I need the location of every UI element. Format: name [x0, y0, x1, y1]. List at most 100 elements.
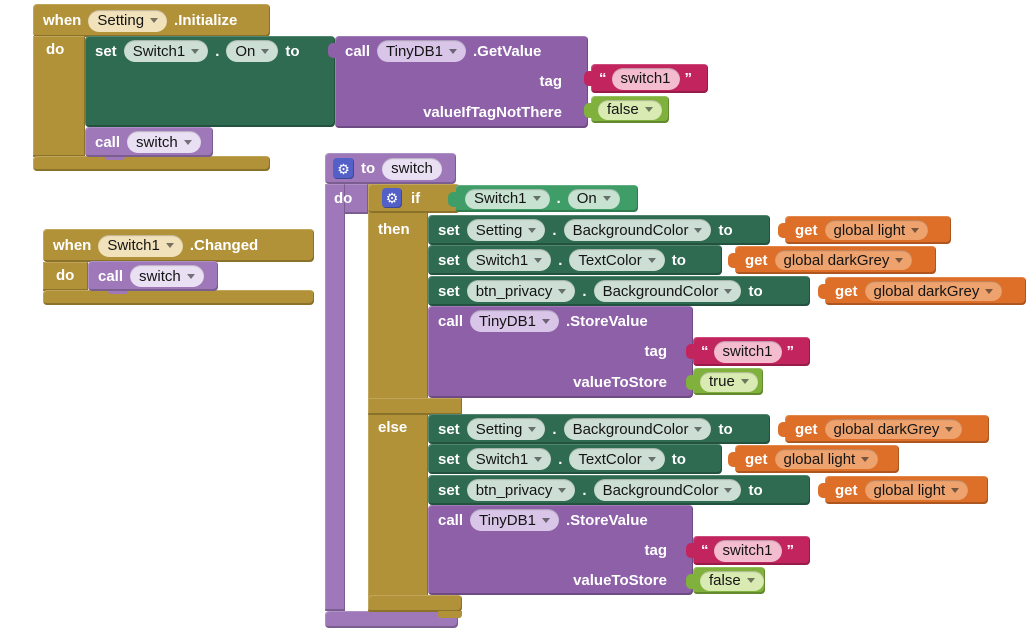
if-block-else-divider[interactable]	[368, 398, 462, 415]
set-property-block[interactable]: set btn_privacy . BackgroundColor to	[428, 276, 810, 306]
component-dropdown[interactable]: Switch1	[466, 448, 552, 470]
variable-dropdown[interactable]: global darkGrey	[864, 281, 1003, 301]
tag-arg-label: tag	[539, 73, 563, 90]
text-value-field[interactable]: switch1	[713, 539, 782, 562]
procedure-name: switch	[391, 160, 433, 177]
set-property-block[interactable]: set Switch1 . TextColor to	[428, 444, 722, 474]
set-property-block[interactable]: set Setting . BackgroundColor to	[428, 215, 770, 245]
property-dropdown[interactable]: BackgroundColor	[563, 219, 712, 241]
procedure-name-field[interactable]: switch	[382, 157, 442, 180]
get-variable-block[interactable]: get global light	[728, 445, 899, 473]
text-value: switch1	[620, 70, 671, 87]
dropdown-value: Setting	[475, 420, 523, 438]
else-label: else	[378, 419, 408, 436]
variable-dropdown[interactable]: global darkGrey	[774, 250, 913, 270]
component-dropdown[interactable]: Switch1	[466, 249, 552, 271]
event-block-setting-initialize[interactable]: when Setting .Initialize	[33, 4, 270, 37]
call-procedure-block[interactable]: call switch	[85, 127, 213, 157]
event-name-label: .Changed	[189, 237, 259, 254]
variable-dropdown[interactable]: global darkGrey	[824, 419, 963, 439]
get-variable-block[interactable]: get global darkGrey	[818, 277, 1026, 305]
set-property-block[interactable]: set Switch1 . On to	[85, 36, 335, 127]
procedure-definition-header[interactable]: ⚙ to switch	[325, 153, 456, 184]
get-variable-block[interactable]: get global darkGrey	[778, 415, 989, 443]
set-property-block[interactable]: set Setting . BackgroundColor to	[428, 414, 770, 444]
get-variable-block[interactable]: get global light	[778, 216, 951, 244]
set-label: set	[95, 42, 117, 60]
dropdown-value: Switch1	[475, 450, 529, 468]
get-label: get	[835, 282, 858, 300]
component-dropdown[interactable]: Switch1	[123, 40, 209, 62]
dropdown-value: false	[607, 101, 639, 118]
dropdown-arrow-icon	[532, 196, 541, 201]
property-dropdown[interactable]: TextColor	[569, 448, 665, 470]
logic-true-block[interactable]: true	[686, 368, 763, 395]
property-getter-block[interactable]: Switch1 . On	[448, 185, 638, 212]
dropdown-arrow-icon	[183, 139, 192, 145]
dropdown-arrow-icon	[985, 288, 994, 294]
plug-tab	[584, 71, 593, 86]
variable-dropdown[interactable]: global light	[824, 220, 929, 240]
variable-dropdown[interactable]: global light	[864, 480, 969, 500]
get-variable-block[interactable]: get global darkGrey	[728, 246, 936, 274]
gear-icon[interactable]: ⚙	[333, 158, 354, 179]
property-dropdown[interactable]: BackgroundColor	[563, 418, 712, 440]
procedure-bottom-bar[interactable]	[325, 611, 458, 628]
component-dropdown[interactable]: btn_privacy	[466, 280, 576, 302]
dropdown-arrow-icon	[602, 196, 611, 201]
component-dropdown[interactable]: TinyDB1	[470, 509, 559, 531]
procedure-dropdown[interactable]: switch	[127, 131, 201, 153]
dropdown-value: global light	[833, 221, 906, 239]
text-string-block[interactable]: “ switch1 ”	[686, 536, 810, 565]
logic-false-block[interactable]: false	[584, 96, 669, 123]
text-string-block[interactable]: “ switch1 ”	[686, 337, 810, 366]
get-variable-block[interactable]: get global light	[818, 476, 988, 504]
component-dropdown[interactable]: Setting	[88, 9, 168, 32]
set-label: set	[438, 251, 460, 269]
event-block-bottom-bar[interactable]	[43, 290, 314, 305]
call-procedure-block[interactable]: call switch	[88, 261, 218, 291]
call-tinydb-storevalue-block[interactable]: call TinyDB1 .StoreValue tag valueToStor…	[428, 306, 693, 398]
variable-dropdown[interactable]: global light	[774, 449, 879, 469]
event-block-bottom-bar[interactable]	[33, 156, 270, 171]
text-value-field[interactable]: switch1	[611, 67, 680, 90]
get-label: get	[835, 481, 858, 499]
property-dropdown[interactable]: BackgroundColor	[593, 479, 742, 501]
dropdown-arrow-icon	[534, 257, 543, 263]
component-dropdown[interactable]: TinyDB1	[377, 40, 466, 62]
logic-false-block[interactable]: false	[686, 567, 765, 594]
component-dropdown[interactable]: Switch1	[465, 188, 550, 209]
call-tinydb-storevalue-block[interactable]: call TinyDB1 .StoreValue tag valueToStor…	[428, 505, 693, 595]
dropdown-arrow-icon	[694, 426, 703, 432]
procedure-dropdown[interactable]: switch	[130, 265, 204, 287]
dropdown-value: Setting	[475, 221, 523, 239]
if-block-bottom-bar[interactable]	[368, 595, 462, 612]
stack-connector-tab	[108, 288, 128, 294]
logic-dropdown[interactable]: false	[700, 570, 764, 591]
property-dropdown[interactable]: BackgroundColor	[593, 280, 742, 302]
procedure-left-wall[interactable]	[325, 184, 345, 611]
gear-icon[interactable]: ⚙	[382, 188, 402, 208]
component-dropdown[interactable]: Setting	[466, 418, 546, 440]
property-dropdown[interactable]: TextColor	[569, 249, 665, 271]
call-tinydb-getvalue-block[interactable]: call TinyDB1 .GetValue tag valueIfTagNot…	[328, 36, 588, 128]
text-value-field[interactable]: switch1	[713, 340, 782, 363]
text-string-block[interactable]: “ switch1 ”	[584, 64, 708, 93]
event-block-switch1-changed[interactable]: when Switch1 .Changed	[43, 229, 314, 262]
set-property-block[interactable]: set Switch1 . TextColor to	[428, 245, 722, 275]
dropdown-value: On	[235, 42, 256, 60]
component-dropdown[interactable]: TinyDB1	[470, 310, 559, 332]
logic-dropdown[interactable]: false	[598, 99, 662, 120]
property-dropdown[interactable]: On	[226, 40, 279, 62]
property-dropdown[interactable]: On	[567, 188, 620, 209]
component-dropdown[interactable]: Setting	[466, 219, 546, 241]
event-block-left-wall[interactable]	[33, 36, 85, 157]
set-property-block[interactable]: set btn_privacy . BackgroundColor to	[428, 475, 810, 505]
component-dropdown[interactable]: btn_privacy	[466, 479, 576, 501]
component-dropdown[interactable]: Switch1	[98, 234, 183, 257]
call-label: call	[345, 42, 371, 60]
logic-dropdown[interactable]: true	[700, 371, 758, 392]
dropdown-value: BackgroundColor	[572, 221, 689, 239]
event-block-left-wall[interactable]	[43, 262, 88, 291]
